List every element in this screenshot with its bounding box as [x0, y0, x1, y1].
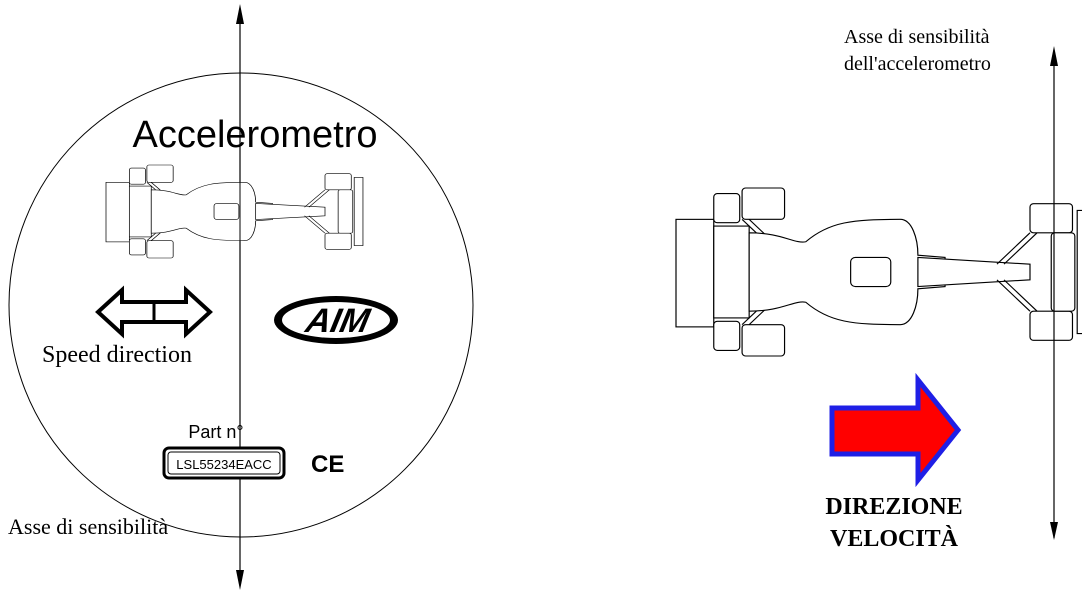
left-axis-arrow-bottom-icon — [236, 570, 244, 590]
ce-mark: CE — [311, 451, 344, 478]
part-number-box — [162, 446, 286, 480]
speed-direction-icon — [95, 285, 213, 339]
left-axis-label: Asse di sensibilità — [8, 514, 168, 539]
aim-logo: AIM — [274, 296, 398, 344]
right-axis-arrow-bottom-icon — [1050, 522, 1058, 540]
direction-label-line2: VELOCITÀ — [830, 526, 959, 552]
right-axis-label-line2: dell'accelerometro — [844, 53, 991, 75]
velocity-arrow-icon — [829, 372, 962, 488]
right-axis-label-line1: Asse di sensibilità — [844, 26, 990, 48]
direction-label-line1: DIREZIONE — [825, 494, 962, 520]
right-axis-arrow-top-icon — [1050, 46, 1058, 66]
speed-direction-label: Speed direction — [42, 342, 192, 368]
plate-title: Accelerometro — [133, 114, 378, 156]
part-number: LSL55234EACC — [176, 457, 271, 472]
left-axis-arrow-top-icon — [236, 4, 244, 24]
svg-text:AIM: AIM — [302, 302, 375, 340]
part-label: Part n° — [188, 422, 243, 442]
car-large-icon — [675, 187, 1082, 357]
